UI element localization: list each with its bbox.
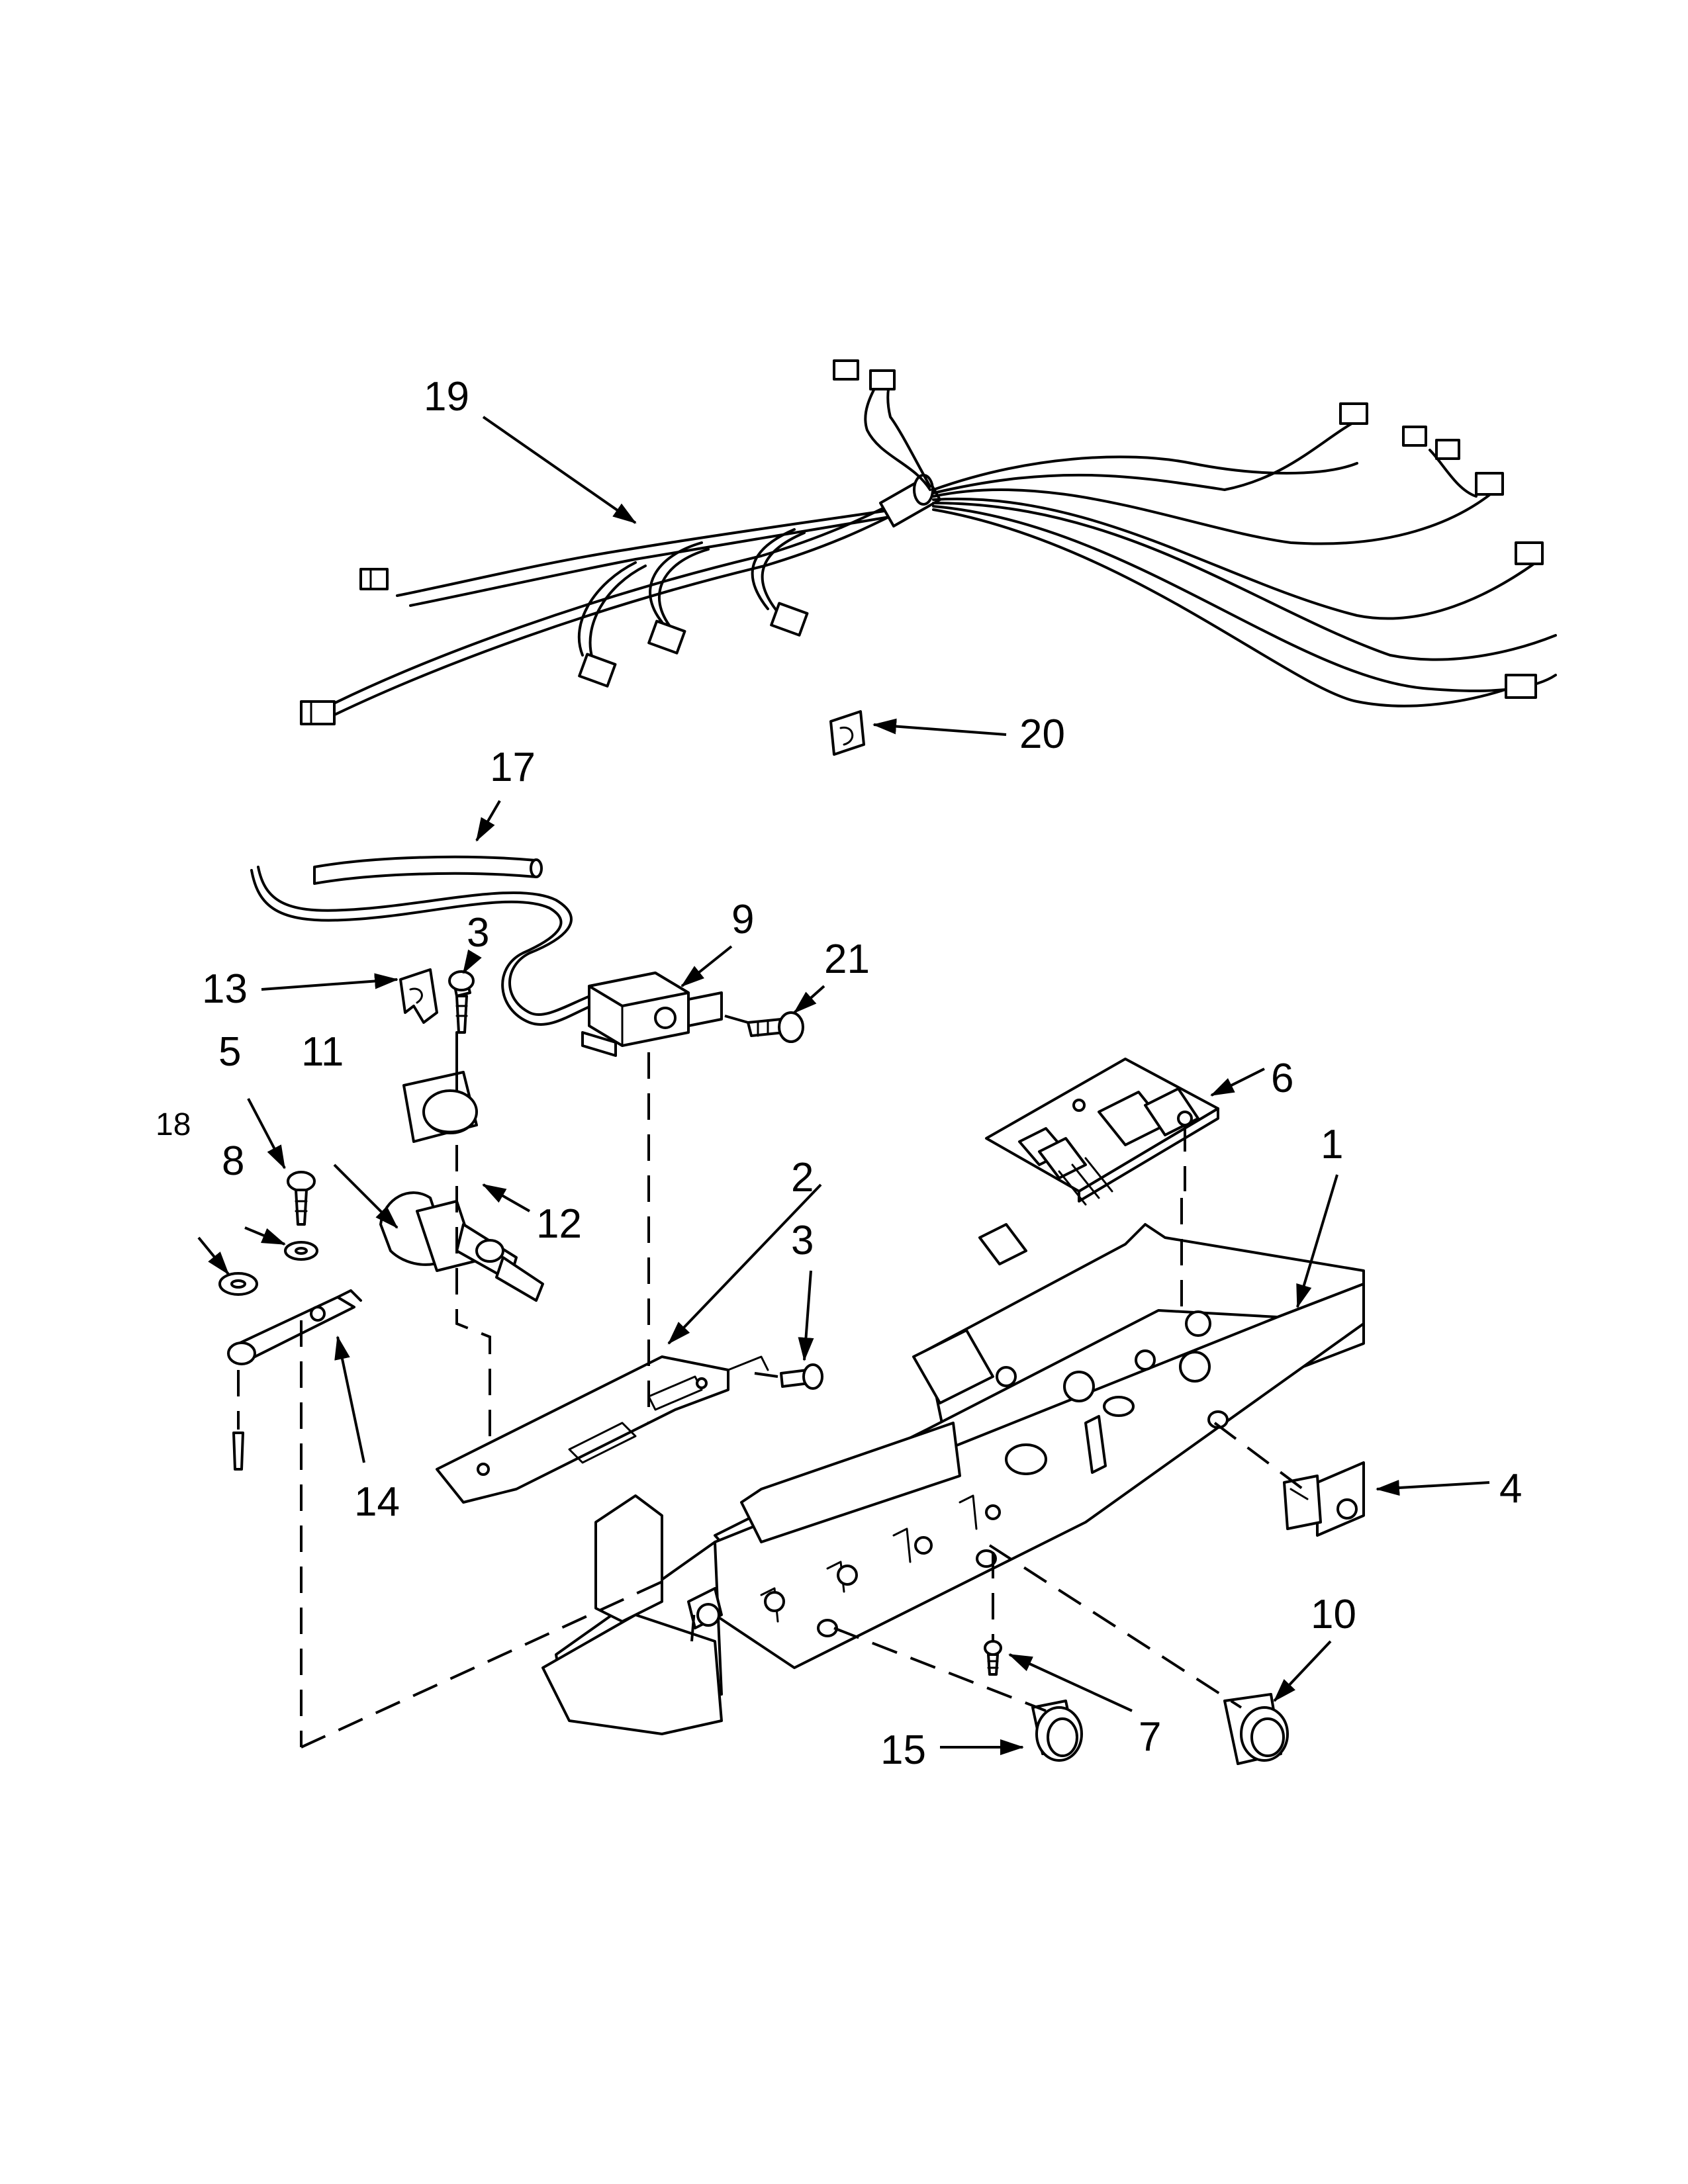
callout-7: 7 [1139,1714,1161,1760]
assembly-lines [300,1015,1309,1749]
housing-1 [541,1223,1365,1735]
callout-14: 14 [354,1479,400,1525]
wire-harness [300,359,1557,725]
harness-connector [1339,402,1368,425]
callout-9: 9 [731,897,754,942]
callout-10: 10 [1311,1592,1356,1637]
callout-13: 13 [202,966,248,1012]
clip-13 [399,968,438,1024]
callout-5: 5 [218,1029,241,1075]
screw-21 [747,1011,804,1043]
callout-4: 4 [1499,1466,1522,1512]
bracket-12 [402,1031,478,1143]
control-board [985,1058,1219,1206]
screw-5 [287,1171,316,1226]
harness-connector [1505,674,1537,699]
button-15 [1031,1700,1083,1762]
harness-connector [647,619,686,655]
switch-9 [581,972,723,1057]
harness-connector [578,653,617,688]
callout-3-upper: 3 [467,910,489,956]
harness-connector [770,602,809,637]
tube [250,855,624,1026]
harness-connector [1435,439,1460,460]
callout-20: 20 [1019,711,1065,757]
switch-4 [1283,1461,1365,1537]
callout-15: 15 [880,1727,926,1773]
screw-3-upper [448,970,475,1034]
callout-19: 19 [424,374,469,420]
screw-3-lower [780,1363,823,1390]
callout-3-lower: 3 [791,1218,814,1263]
harness-connector [359,568,389,590]
leader-lines [197,416,1490,1755]
plunger-11 [379,1191,544,1302]
callout-17: 17 [490,745,536,790]
callout-12: 12 [536,1201,582,1247]
button-10 [1223,1693,1289,1765]
harness-connector [1475,472,1504,496]
wire-clip [829,710,865,756]
washer-8 [284,1241,318,1261]
harness-connector [1515,541,1544,565]
washer-18 [218,1272,258,1296]
callout-21: 21 [824,936,870,982]
callout-18: 18 [156,1107,191,1142]
callout-2: 2 [791,1155,814,1201]
callout-11: 11 [301,1029,344,1075]
callout-6: 6 [1271,1056,1293,1101]
harness-connector [833,359,859,381]
harness-connector [300,700,336,725]
harness-connector [1402,426,1427,447]
callout-8: 8 [222,1138,244,1184]
callout-1: 1 [1321,1122,1343,1167]
bracket-plate-2 [436,1355,769,1504]
harness-connector [869,369,896,390]
lever-14 [227,1289,362,1471]
screw-7 [984,1640,1002,1676]
callout-labels: 19 20 17 9 21 3 13 5 11 18 8 12 14 2 3 6… [156,374,1522,1773]
